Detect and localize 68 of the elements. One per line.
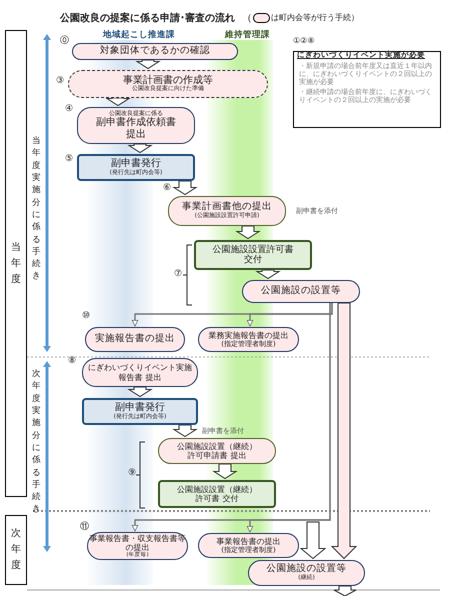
permit-box — [194, 240, 312, 270]
step-number: ⓪ — [60, 34, 69, 47]
arrow — [300, 522, 326, 560]
vertical-label: 次年度実施分に係る手続き — [32, 368, 41, 516]
step-title: 対象団体であるかの確認 — [100, 46, 210, 57]
procedure-box — [85, 327, 185, 352]
step-title: 事業計画書他の提出 — [182, 202, 272, 212]
step-number: ⑩ — [82, 311, 90, 321]
procedure-box — [158, 438, 276, 464]
permit-box — [158, 480, 276, 508]
step-title: 公園施設設置（継続）許可申請書 提出 — [176, 442, 258, 460]
step-number: ⑧ — [68, 356, 76, 366]
step-title: 実施報告書の提出 — [95, 334, 175, 345]
procedure-box — [87, 532, 188, 560]
step-number: ④ — [65, 104, 74, 114]
arrow — [127, 144, 153, 154]
step-title: にぎわいづくりイベント実施報告書 提出 — [88, 363, 192, 382]
procedure-box — [82, 358, 198, 387]
step-note: 副申書作成依頼書提出 — [95, 117, 177, 140]
step-title: 事業計画書の作成等 — [123, 74, 213, 86]
step-title: 公園施設設置許可書交付 — [212, 244, 294, 266]
legend-text: は町内会等が行う手続） — [271, 12, 359, 23]
step-number: ⑤ — [65, 154, 74, 164]
step-title: 公園施設の設置等 — [261, 286, 341, 297]
edge-label: ⑥ — [163, 183, 172, 193]
arrow — [330, 302, 358, 560]
period-box — [5, 515, 27, 585]
arrow — [235, 226, 261, 240]
period-label: 次年度 — [10, 527, 22, 573]
document-box — [77, 154, 195, 181]
step-number: ⑪ — [80, 520, 89, 533]
arrow — [212, 464, 238, 480]
step-title: 公園施設の設置等 — [266, 564, 346, 574]
step-title: 事業報告書の提出 — [216, 536, 280, 546]
step-title: 業務実施報告書の提出 — [208, 330, 288, 340]
procedure-box — [77, 107, 195, 144]
period-label: 当年度 — [10, 240, 22, 286]
arrow — [127, 386, 153, 398]
note-heading: ①②⑧ — [293, 36, 316, 47]
procedure-box — [198, 327, 299, 352]
document-box — [82, 398, 198, 425]
section-heading: 維持管理課 — [225, 29, 270, 41]
procedure-box — [72, 43, 238, 60]
step-title: 事業報告書・収支報告書等の提出 — [88, 534, 186, 552]
arrow — [105, 98, 131, 106]
period-box — [5, 30, 27, 497]
step-title: 副申書発行 — [115, 402, 165, 414]
step-number: ⑨ — [128, 468, 136, 478]
section-heading: 地域起こし推進課 — [103, 29, 175, 41]
arrow — [334, 586, 356, 596]
step-title: 副申書発行 — [111, 158, 161, 170]
procedure-box — [168, 196, 286, 226]
arrow — [172, 180, 198, 196]
vertical-label: 当年度実施分に係る手続き — [32, 135, 41, 283]
arrow — [135, 60, 161, 70]
procedure-box — [242, 280, 360, 303]
procedure-box — [68, 70, 268, 98]
title-text: 公園改良の提案に係る申請･審査の流れ — [60, 11, 235, 25]
step-number: ⑦ — [174, 269, 182, 279]
step-title: 公園施設設置（継続）許可書 交付 — [176, 484, 258, 504]
title-text: （ — [242, 12, 252, 25]
arrow — [246, 303, 331, 532]
step-number: ③ — [56, 76, 64, 86]
procedure-box — [248, 560, 365, 586]
arrow — [172, 424, 198, 438]
arrow — [246, 303, 333, 326]
procedure-box — [198, 533, 299, 558]
arrow — [255, 270, 281, 280]
